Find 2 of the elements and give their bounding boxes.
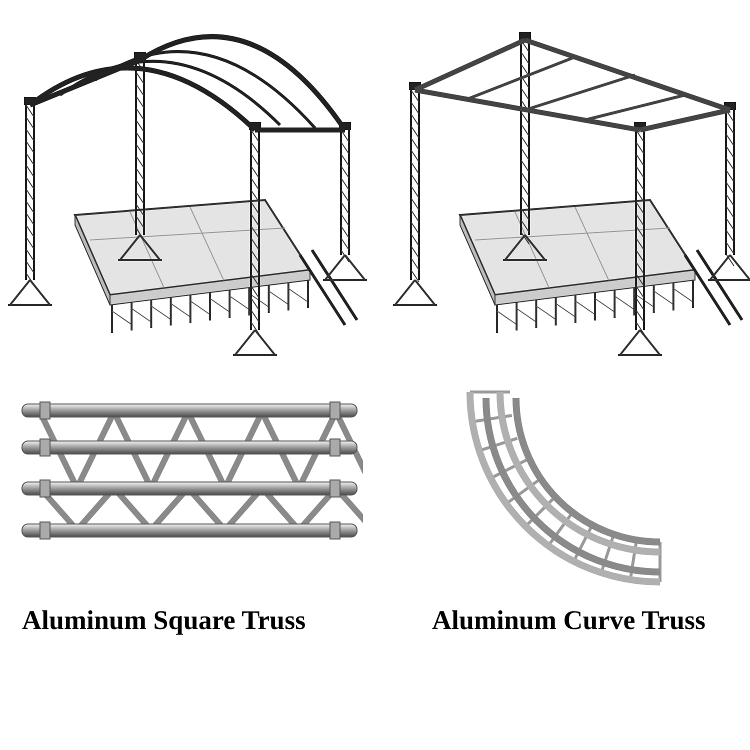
caption: Aluminum Curve Truss <box>432 604 706 637</box>
caption: Aluminum Square Truss <box>22 604 306 637</box>
